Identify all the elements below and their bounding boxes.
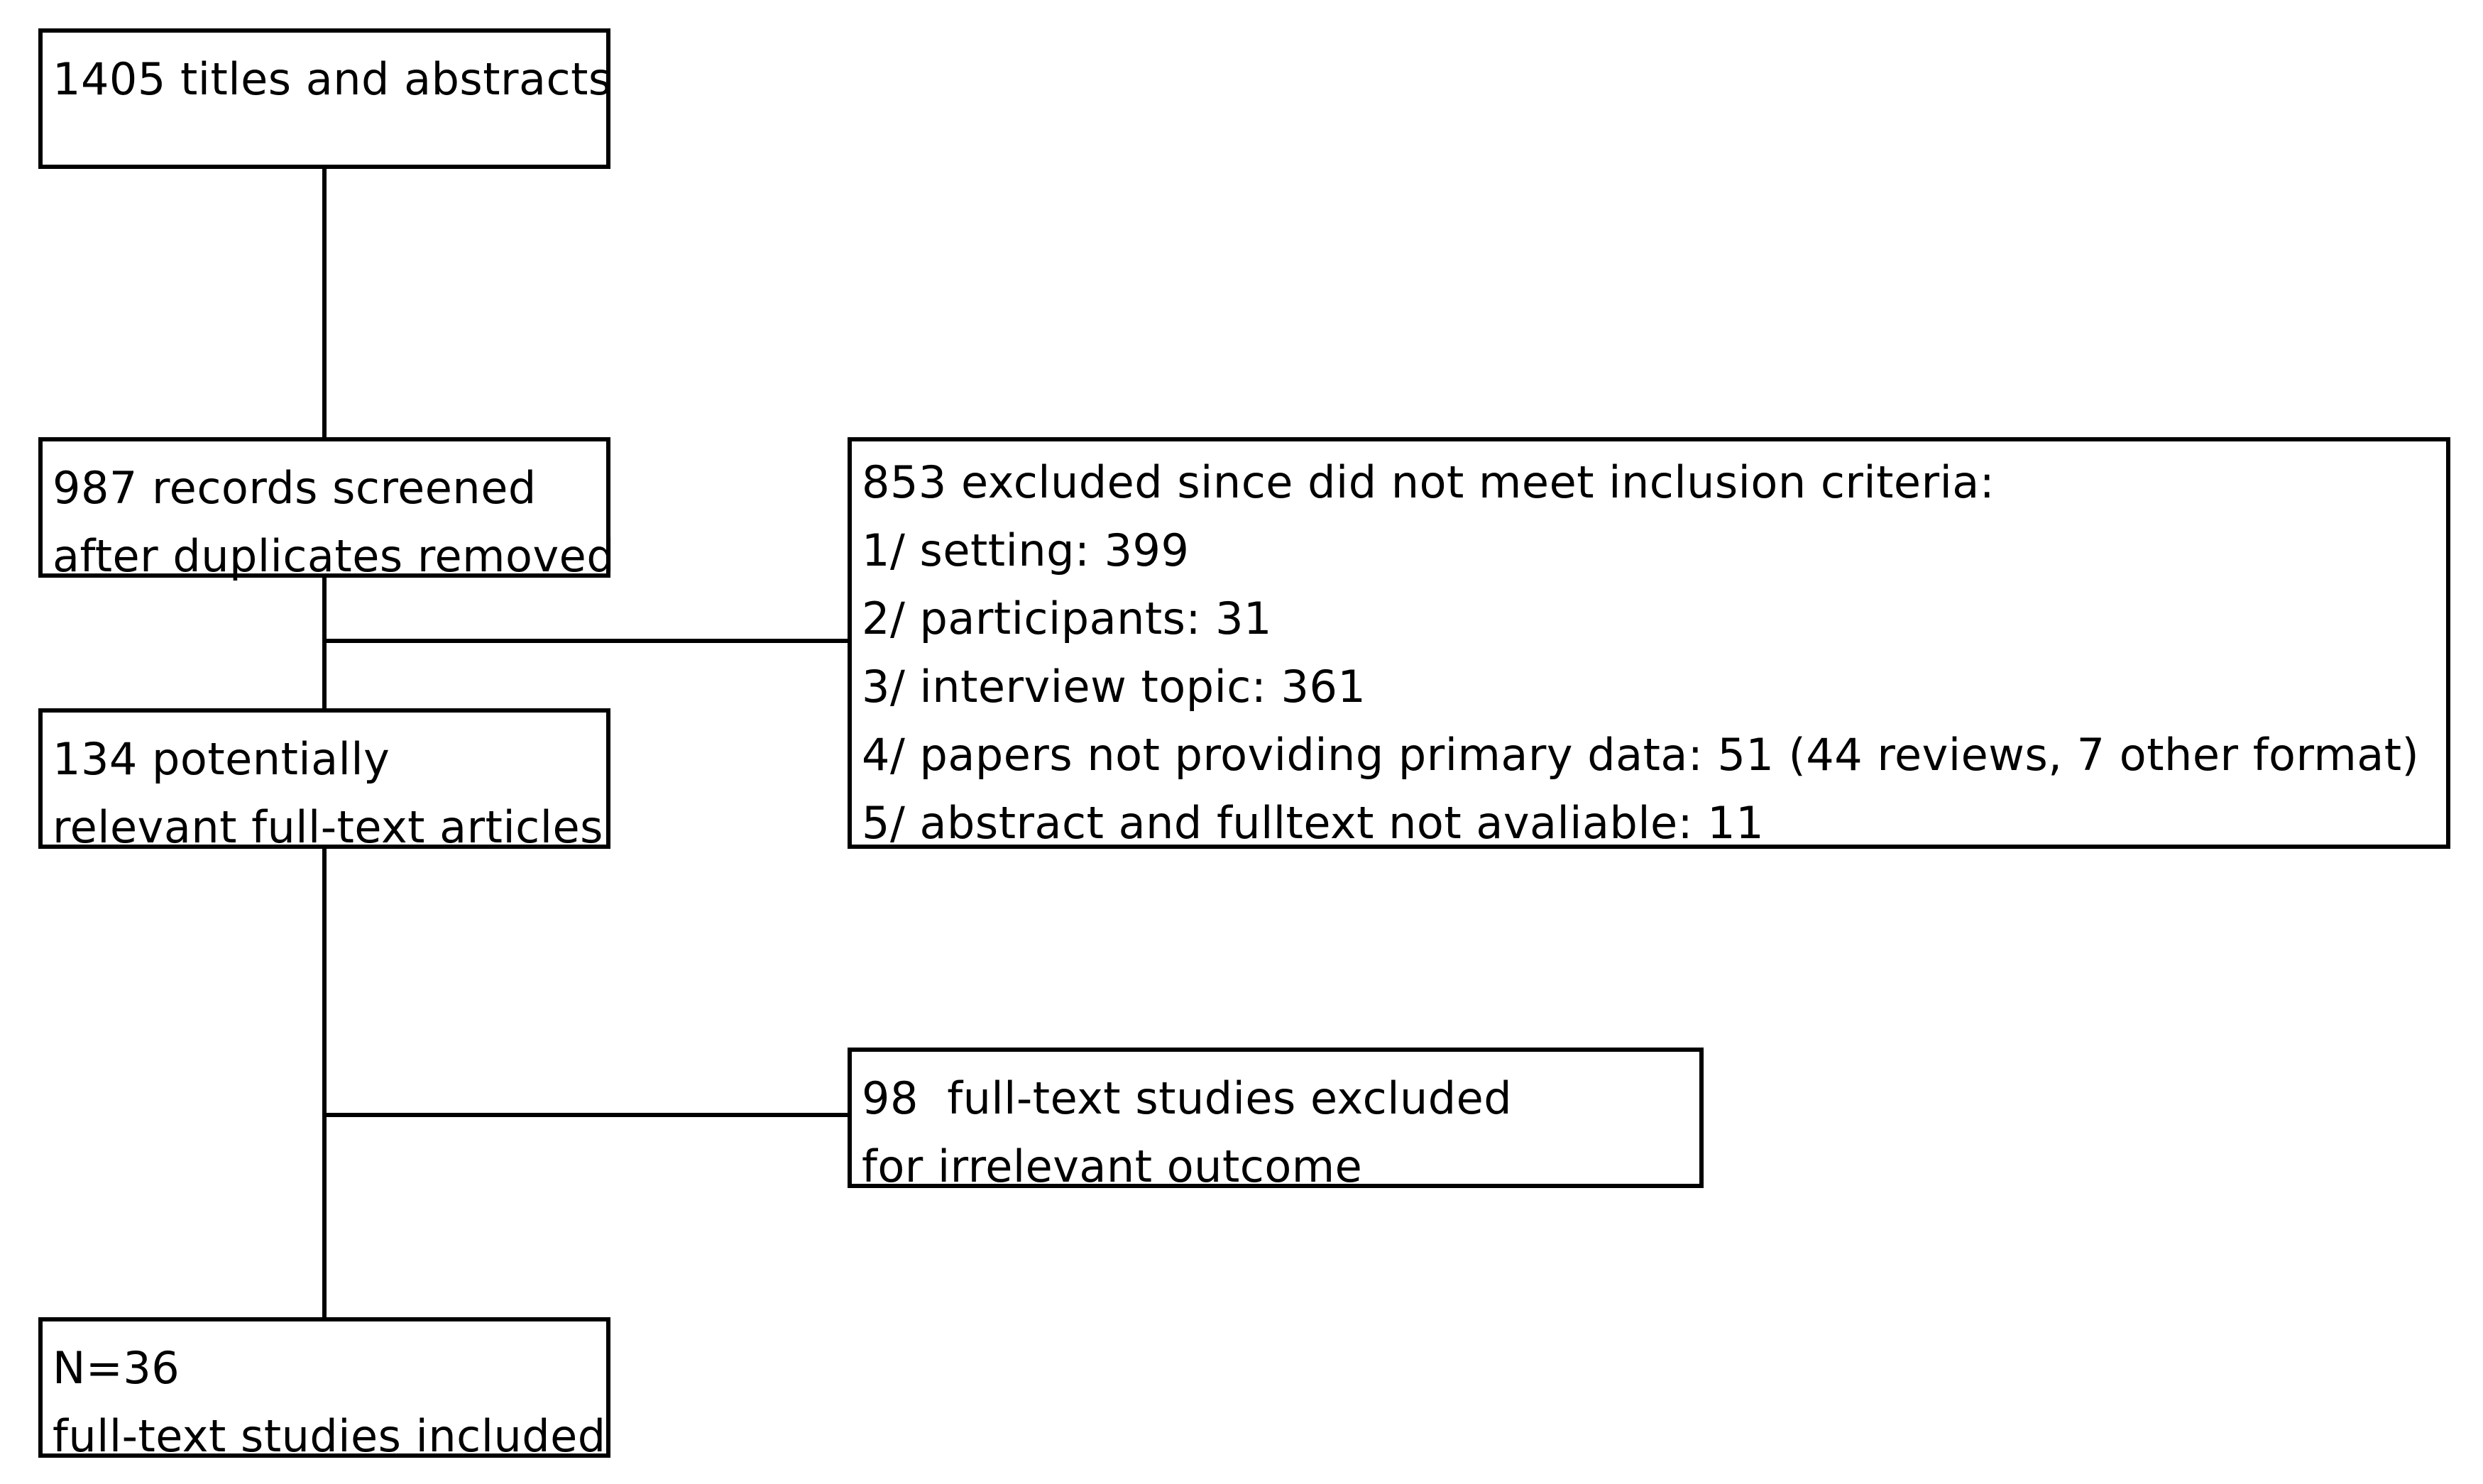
full-text-excluded-line-1: 98 full-text studies excluded [862, 1072, 1513, 1124]
studies-included-box: N=36 full-text studies included [38, 1317, 610, 1462]
records-identified-box: 1405 titles and abstracts [38, 28, 612, 169]
studies-included-label: full-text studies included [53, 1410, 606, 1462]
exclusion-criteria-item-no-primary-data: 4/ papers not providing primary data: 51… [862, 729, 2420, 781]
records-screened-line-2: after duplicates removed [53, 530, 615, 582]
exclusion-criteria-heading: 853 excluded since did not meet inclusio… [862, 456, 1995, 508]
connector-screened-to-full-text [322, 578, 327, 708]
full-text-excluded-box: 98 full-text studies excluded for irrele… [848, 1048, 1704, 1192]
exclusion-criteria-item-interview-topic: 3/ interview topic: 361 [862, 661, 1366, 713]
connector-full-text-to-included [322, 849, 327, 1317]
full-text-assessed-line-1: 134 potentially [53, 733, 390, 785]
connector-to-exclusion-criteria [322, 639, 848, 643]
records-identified-line-1: 1405 titles and abstracts [53, 53, 612, 105]
records-screened-line-1: 987 records screened [53, 462, 537, 514]
full-text-assessed-line-2: relevant full-text articles [53, 801, 603, 853]
exclusion-criteria-item-setting: 1/ setting: 399 [862, 524, 1190, 576]
full-text-assessed-box: 134 potentially relevant full-text artic… [38, 708, 610, 853]
connector-identified-to-screened [322, 169, 327, 437]
exclusion-criteria-item-participants: 2/ participants: 31 [862, 593, 1272, 644]
connector-to-full-text-excluded [322, 1113, 848, 1117]
studies-included-count: N=36 [53, 1342, 180, 1394]
full-text-excluded-line-2: for irrelevant outcome [862, 1141, 1363, 1192]
exclusion-criteria-item-not-available: 5/ abstract and fulltext not avaliable: … [862, 797, 1765, 849]
exclusion-criteria-box: 853 excluded since did not meet inclusio… [848, 437, 2450, 849]
records-screened-box: 987 records screened after duplicates re… [38, 437, 615, 582]
